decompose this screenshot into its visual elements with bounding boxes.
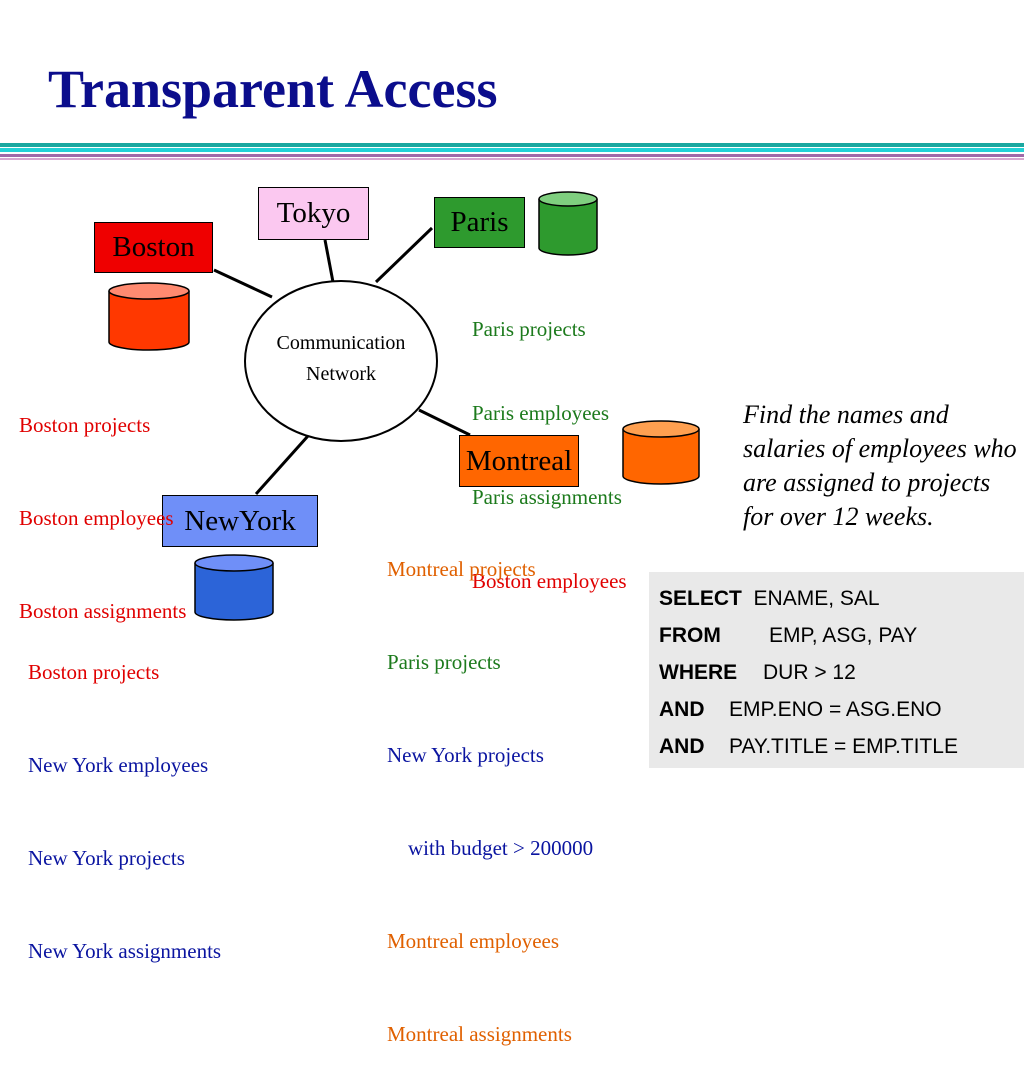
header-rule-pink <box>0 158 1024 160</box>
newyork-database-icon <box>194 554 274 621</box>
db-item: New York projects <box>387 743 544 767</box>
db-item: Paris projects <box>387 650 501 674</box>
db-item: Paris projects <box>472 317 586 341</box>
network-label-line1: Communication <box>276 332 406 354</box>
sql-keyword: AND <box>659 698 705 721</box>
sql-clause: PAY.TITLE = EMP.TITLE <box>729 735 958 758</box>
link-tokyo <box>323 239 335 283</box>
db-item: Paris employees <box>472 401 610 425</box>
sql-clause: EMP.ENO = ASG.ENO <box>729 698 942 721</box>
newyork-database-contents: Boston projects New York employees New Y… <box>28 595 221 998</box>
db-item: Boston projects <box>28 660 160 684</box>
site-tokyo: Tokyo <box>258 187 369 240</box>
sql-keyword: WHERE <box>659 661 738 684</box>
db-item: Boston assignments <box>19 599 187 623</box>
query-description: Find the names and salaries of employees… <box>743 400 1017 531</box>
paris-database-icon <box>538 191 598 256</box>
sql-line-and-1: AND EMP.ENO = ASG.ENO <box>659 691 1024 728</box>
db-item: Montreal employees <box>387 929 560 953</box>
db-item: Montreal projects <box>387 557 536 581</box>
db-item: Boston projects <box>19 413 151 437</box>
sql-clause: DUR > 12 <box>763 661 856 684</box>
db-item: Boston employees <box>19 506 174 530</box>
sql-keyword: SELECT <box>659 587 742 610</box>
db-item: Boston employees <box>472 569 627 593</box>
sql-keyword: AND <box>659 735 705 758</box>
network-label-line2: Network <box>306 363 376 385</box>
site-montreal: Montreal <box>459 435 579 487</box>
site-paris: Paris <box>434 197 525 248</box>
sql-line-and-2: AND PAY.TITLE = EMP.TITLE <box>659 728 1024 765</box>
sql-line-from: FROM EMP, ASG, PAY <box>659 617 1024 654</box>
header-rule-teal <box>0 143 1024 147</box>
db-item: with budget > 200000 <box>387 836 594 860</box>
link-newyork <box>254 425 318 496</box>
site-newyork: NewYork <box>162 495 318 547</box>
link-boston <box>213 268 273 299</box>
db-item: New York employees <box>28 753 209 777</box>
header-rule-cyan <box>0 148 1024 152</box>
sql-line-select: SELECT ENAME, SAL <box>659 580 1024 617</box>
sql-line-where: WHERE DUR > 12 <box>659 654 1024 691</box>
sql-query-box: SELECT ENAME, SAL FROM EMP, ASG, PAY WHER… <box>649 572 1024 768</box>
sql-clause: ENAME, SAL <box>753 587 880 610</box>
network-diagram <box>213 226 471 496</box>
boston-database-icon <box>108 282 190 351</box>
montreal-database-icon <box>622 420 700 485</box>
db-item: Paris assignments <box>472 485 622 509</box>
paris-database-contents: Paris projects Paris employees Paris ass… <box>472 259 627 623</box>
montreal-database-contents: Montreal projects Paris projects New Yor… <box>387 492 593 1081</box>
db-item: New York assignments <box>28 939 222 963</box>
sql-keyword: FROM <box>659 624 721 647</box>
db-item: New York projects <box>28 846 185 870</box>
communication-network-label: Communication Network <box>248 328 434 390</box>
communication-network-ellipse <box>244 280 438 442</box>
slide-title: Transparent Access <box>48 59 498 119</box>
site-boston: Boston <box>94 222 213 273</box>
sql-clause: EMP, ASG, PAY <box>769 624 918 647</box>
db-item: Montreal assignments <box>387 1022 572 1046</box>
boston-database-contents: Boston projects Boston employees Boston … <box>19 348 186 658</box>
header-rule-purple <box>0 154 1024 157</box>
link-paris <box>374 226 434 284</box>
link-montreal <box>418 408 471 437</box>
